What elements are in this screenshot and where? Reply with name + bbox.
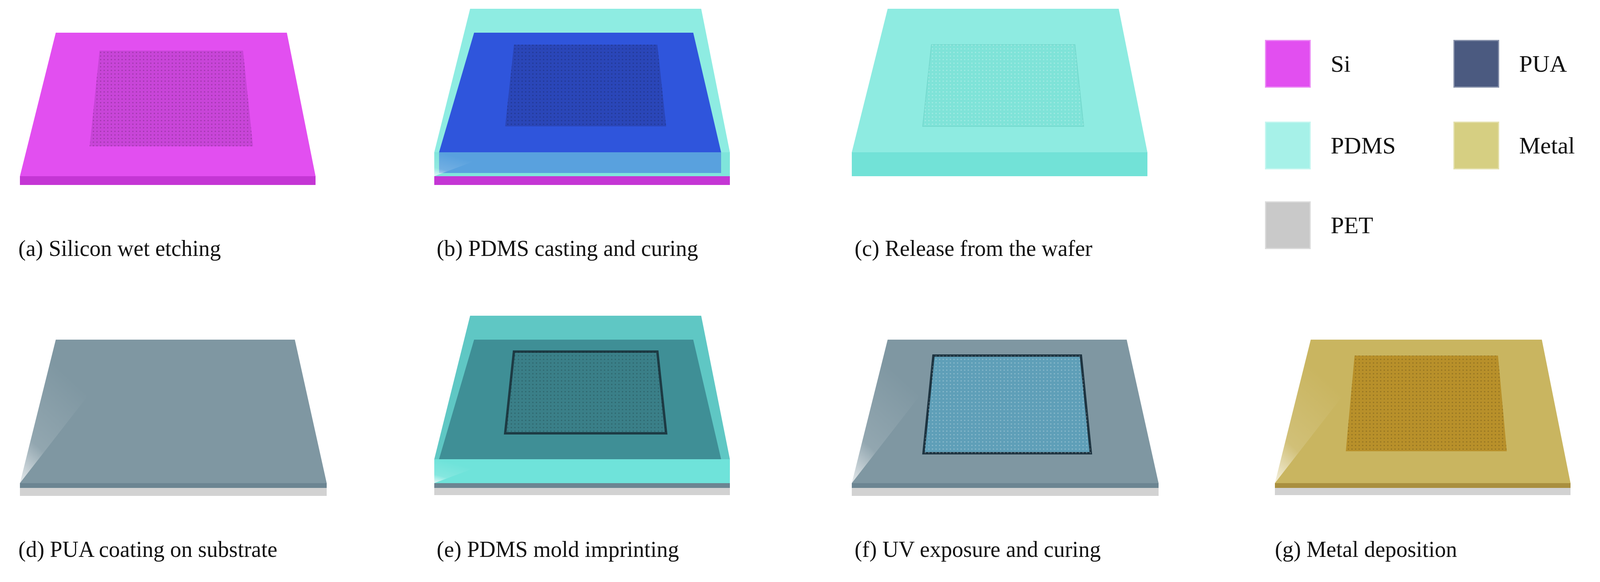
cured-pua xyxy=(851,339,1159,496)
legend-swatch xyxy=(1453,121,1500,170)
legend-item: Si xyxy=(1264,39,1351,88)
legend-swatch xyxy=(1453,39,1500,88)
legend-text: PET xyxy=(1330,211,1374,240)
step-caption: (a) Silicon wet etching xyxy=(18,235,222,262)
legend-text: PDMS xyxy=(1330,131,1396,160)
step-caption: (b) PDMS casting and curing xyxy=(436,235,699,262)
pdms-on-si xyxy=(434,8,730,185)
legend-swatch xyxy=(1264,39,1311,88)
legend-item: PUA xyxy=(1453,39,1567,88)
legend-swatch xyxy=(1264,201,1311,250)
legend-text: PUA xyxy=(1519,50,1567,78)
step-caption: (e) PDMS mold imprinting xyxy=(436,535,679,563)
legend-text: Metal xyxy=(1519,131,1575,160)
si-wafer xyxy=(19,32,316,185)
legend-item: PET xyxy=(1264,201,1374,250)
metal-coated xyxy=(1274,339,1571,495)
step-caption: (g) Metal deposition xyxy=(1274,535,1457,563)
legend-item: PDMS xyxy=(1264,121,1396,170)
legend-text: Si xyxy=(1330,50,1351,78)
pdms-mold xyxy=(851,8,1148,177)
step-caption: (c) Release from the wafer xyxy=(854,235,1093,262)
pua-on-pet xyxy=(19,339,327,496)
legend-item: Metal xyxy=(1453,121,1575,170)
pdms-imprinting xyxy=(434,315,730,495)
step-caption: (d) PUA coating on substrate xyxy=(18,535,278,563)
legend-swatch xyxy=(1264,121,1311,170)
step-caption: (f) UV exposure and curing xyxy=(854,535,1101,563)
